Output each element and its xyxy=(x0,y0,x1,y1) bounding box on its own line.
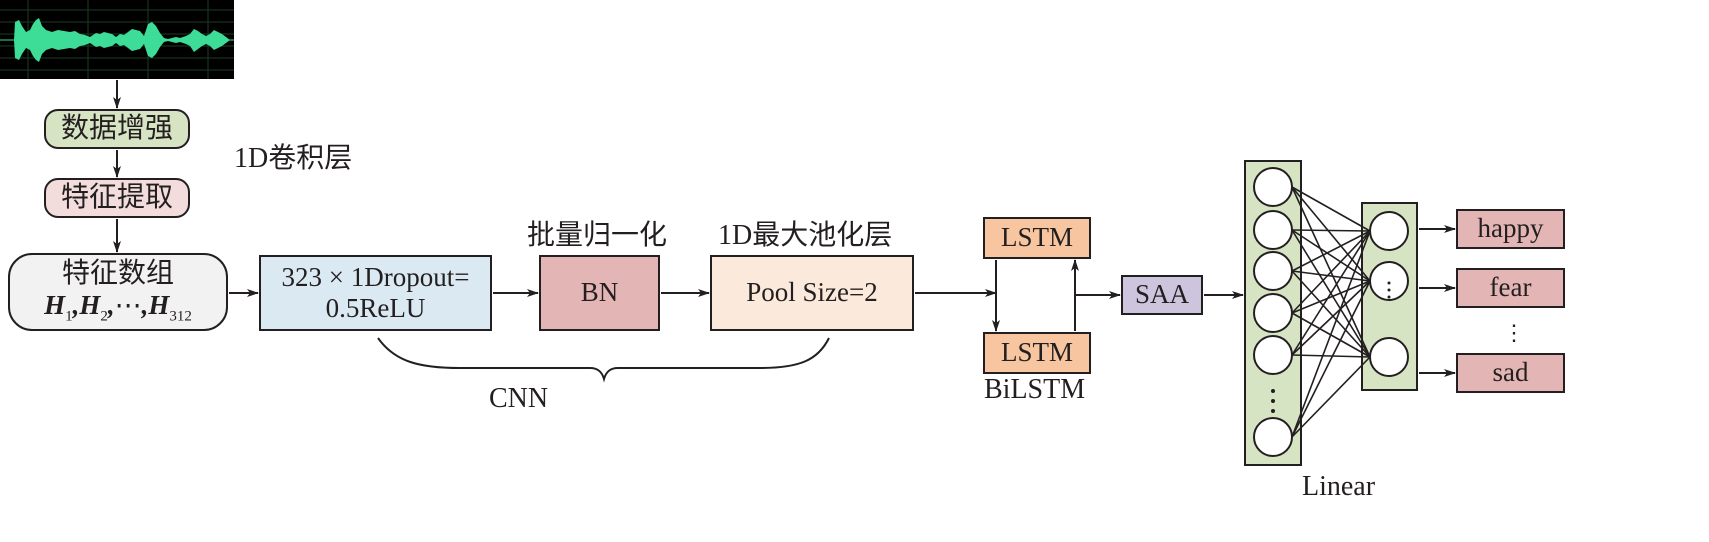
nn-edge xyxy=(1291,186,1371,282)
bn-caption: 批量归一化 xyxy=(527,220,668,251)
output-class-label: sad xyxy=(1492,357,1529,388)
lstm-bottom-box: LSTM xyxy=(983,332,1091,374)
nn-edge xyxy=(1291,229,1371,282)
input-neuron xyxy=(1253,167,1293,207)
nn-edge xyxy=(1291,270,1371,282)
bn-label: BN xyxy=(580,277,619,308)
output-class-fear: fear xyxy=(1456,268,1565,308)
conv-box: 323 × 1Dropout= 0.5ReLU xyxy=(259,255,492,331)
output-class-label: fear xyxy=(1489,272,1532,303)
pool-box: Pool Size=2 xyxy=(710,255,914,331)
sub-1: 1 xyxy=(65,308,73,325)
nn-edge xyxy=(1291,229,1371,232)
nn-edge xyxy=(1291,354,1371,358)
linear-group-label: Linear xyxy=(1302,471,1376,502)
lstm-top-label: LSTM xyxy=(1000,222,1073,253)
lstm-top-box: LSTM xyxy=(983,217,1091,259)
nn-edge xyxy=(1291,280,1371,356)
nn-edge xyxy=(1291,356,1371,438)
audio-waveform xyxy=(0,0,234,79)
nn-edge xyxy=(1291,230,1371,272)
input-neuron xyxy=(1253,335,1293,375)
cnn-brace xyxy=(377,337,830,383)
ellipsis: ⋯ xyxy=(114,290,142,321)
sub-312: 312 xyxy=(169,308,192,325)
bn-box: BN xyxy=(539,255,660,331)
waveform-icon xyxy=(0,0,234,79)
input-neuron xyxy=(1253,417,1293,457)
input-neuron xyxy=(1253,251,1293,291)
input-neuron xyxy=(1253,210,1293,250)
h-symbol: H xyxy=(44,290,66,321)
saa-box: SAA xyxy=(1121,275,1203,315)
feature-array-title: 特征数组 xyxy=(61,258,174,290)
feature-extraction-box: 特征提取 xyxy=(44,178,190,218)
conv-line1: 323 × 1Dropout= xyxy=(281,261,470,292)
nn-edge xyxy=(1291,186,1371,232)
nn-edge xyxy=(1291,230,1371,356)
output-neuron xyxy=(1369,337,1409,377)
output-class-happy: happy xyxy=(1456,209,1565,249)
sub-2: 2 xyxy=(100,308,108,325)
neuron-ellipsis xyxy=(1271,281,1391,413)
h-symbol: H xyxy=(79,290,101,321)
pool-label: Pool Size=2 xyxy=(746,277,878,308)
output-neuron xyxy=(1369,211,1409,251)
bilstm-group-label: BiLSTM xyxy=(984,374,1086,405)
saa-label: SAA xyxy=(1134,279,1189,310)
lstm-bottom-label: LSTM xyxy=(1000,337,1073,368)
conv-line2: 0.5ReLU xyxy=(325,293,426,323)
h-symbol: H xyxy=(148,290,170,321)
pool-caption: 1D最大池化层 xyxy=(718,220,893,251)
nn-edge xyxy=(1291,230,1371,438)
feature-array-formula: H1,H2,⋯,H312 xyxy=(44,290,192,325)
nn-edge xyxy=(1291,230,1371,314)
output-ellipsis: ⋮ xyxy=(1503,320,1525,345)
conv-caption: 1D卷积层 xyxy=(234,143,353,174)
data-augmentation-label: 数据增强 xyxy=(60,112,173,144)
feature-extraction-label: 特征提取 xyxy=(60,181,173,213)
output-neuron xyxy=(1369,261,1409,301)
nn-edge xyxy=(1291,280,1371,438)
input-neuron xyxy=(1253,293,1293,333)
feature-array-box: 特征数组 H1,H2,⋯,H312 xyxy=(8,253,228,331)
data-augmentation-box: 数据增强 xyxy=(44,109,190,149)
nn-edge xyxy=(1291,270,1371,358)
cnn-group-label: CNN xyxy=(489,383,549,414)
nn-edge xyxy=(1291,280,1371,314)
output-class-sad: sad xyxy=(1456,353,1565,393)
output-class-label: happy xyxy=(1477,213,1544,244)
